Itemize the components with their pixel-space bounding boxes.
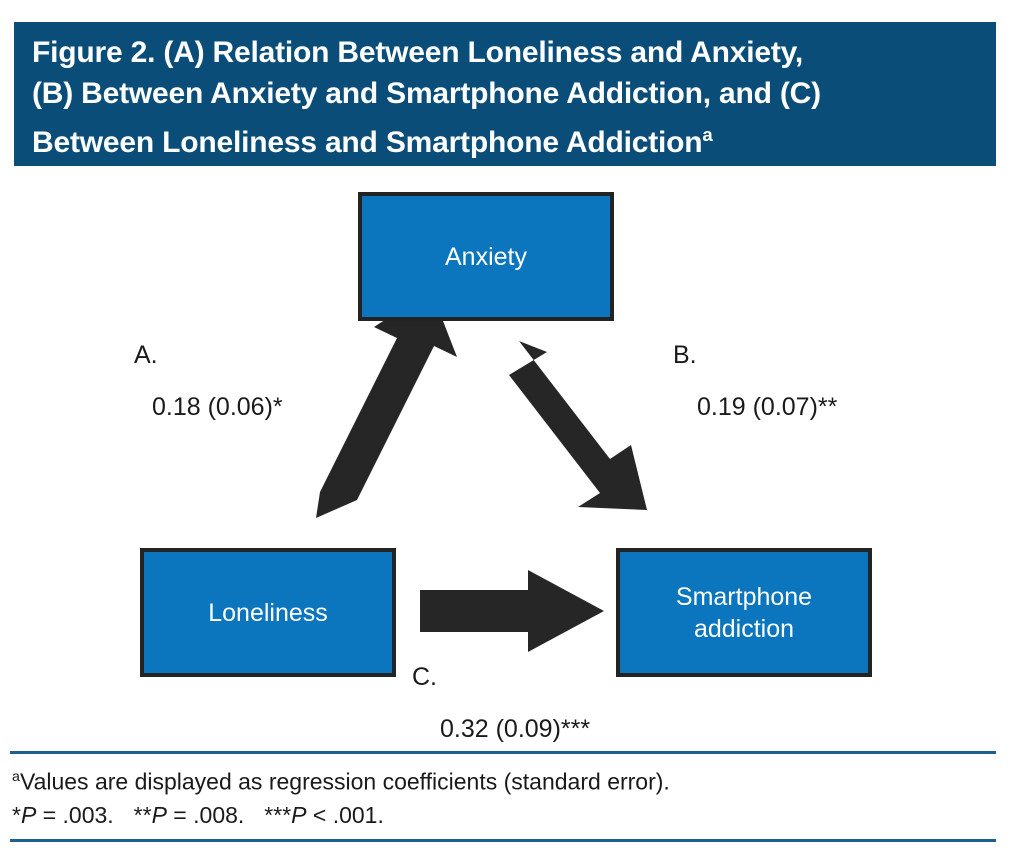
p-stars-2: ** <box>133 801 152 828</box>
p-symbol-3: P <box>291 801 307 828</box>
arrow-path-c <box>420 570 604 652</box>
path-b-coefficient: 0.19 (0.07)** <box>697 393 838 421</box>
node-loneliness[interactable]: Loneliness <box>140 548 396 677</box>
path-label-a: A. 0.18 (0.06)* <box>134 340 283 422</box>
p-rest-3: < .001. <box>306 801 384 828</box>
p-rest-1: = .003. <box>36 801 114 828</box>
path-label-b: B. 0.19 (0.07)** <box>673 340 837 422</box>
footnote-values-text: Values are displayed as regression coeff… <box>19 768 670 795</box>
p-rest-2: = .008. <box>166 801 245 828</box>
path-c-coefficient: 0.32 (0.09)*** <box>440 715 591 743</box>
arrow-path-b <box>509 341 647 510</box>
figure-title: Figure 2. (A) Relation Between Lonelines… <box>32 32 982 163</box>
p-symbol-2: P <box>151 801 167 828</box>
path-c-letter: C. <box>412 663 437 691</box>
p-stars-3: *** <box>264 801 292 828</box>
footnote-line-pvalues: *P = .003.**P = .008.***P < .001. <box>12 799 992 832</box>
footnote-marker: a <box>12 769 20 785</box>
node-smartphone-addiction-label: Smartphone addiction <box>675 582 813 643</box>
arrow-path-a <box>316 290 457 518</box>
node-loneliness-label: Loneliness <box>208 598 328 627</box>
node-smartphone-addiction[interactable]: Smartphone addiction <box>616 548 872 677</box>
path-diagram: Anxiety Loneliness Smartphone addiction … <box>0 166 1010 746</box>
node-anxiety-label: Anxiety <box>445 242 527 271</box>
path-a-letter: A. <box>134 341 158 369</box>
path-a-coefficient: 0.18 (0.06)* <box>152 393 283 421</box>
footnote-line-values: aValues are displayed as regression coef… <box>12 761 992 799</box>
footnote-block: aValues are displayed as regression coef… <box>12 761 992 832</box>
path-label-c: C. 0.32 (0.09)*** <box>412 662 590 744</box>
figure-title-banner: Figure 2. (A) Relation Between Lonelines… <box>14 22 996 166</box>
node-anxiety[interactable]: Anxiety <box>358 192 614 321</box>
p-stars-1: * <box>12 801 21 828</box>
figure-title-text: Figure 2. (A) Relation Between Lonelines… <box>32 36 821 159</box>
footnote-rule-bottom <box>10 839 996 842</box>
figure-title-superscript: a <box>702 124 713 145</box>
p-symbol-1: P <box>20 801 37 828</box>
path-b-letter: B. <box>673 341 697 369</box>
footnote-rule-top <box>10 751 996 754</box>
